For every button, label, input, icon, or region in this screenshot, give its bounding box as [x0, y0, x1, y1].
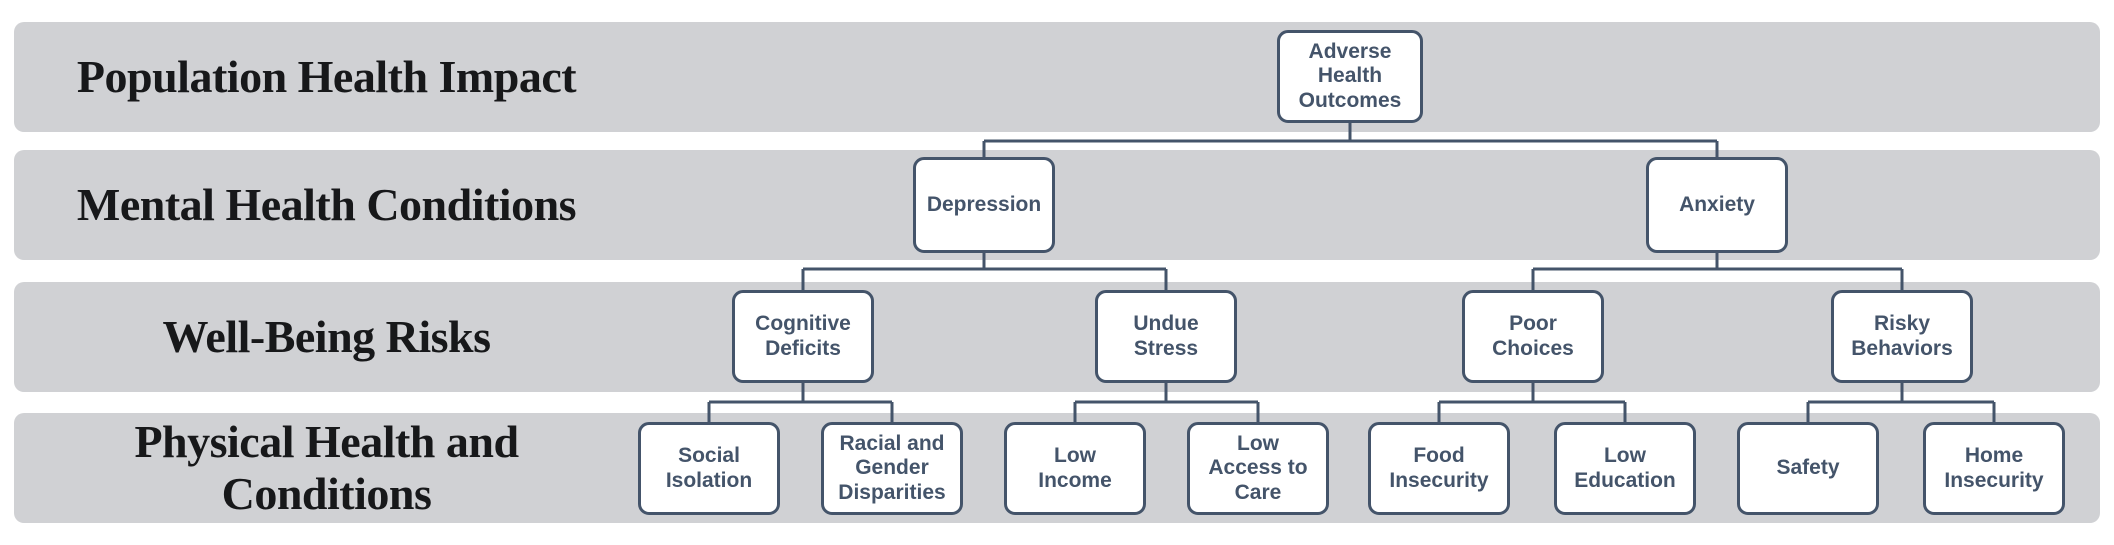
lane-label-mental-health-conditions: Mental Health Conditions: [76, 179, 577, 231]
lane-population-health-impact: [14, 22, 2100, 132]
node-anxiety: Anxiety: [1646, 157, 1788, 253]
lane-label-population-health-impact: Population Health Impact: [76, 51, 577, 103]
node-food-insecurity: Food Insecurity: [1368, 422, 1510, 515]
node-social-isolation: Social Isolation: [638, 422, 780, 515]
node-low-access-to-care: Low Access to Care: [1187, 422, 1329, 515]
node-safety: Safety: [1737, 422, 1879, 515]
lane-label-physical-health-conditions: Physical Health and Conditions: [134, 416, 519, 519]
node-cognitive-deficits: Cognitive Deficits: [732, 290, 874, 383]
lane-well-being-risks: [14, 282, 2100, 392]
node-home-insecurity: Home Insecurity: [1923, 422, 2065, 515]
node-poor-choices: Poor Choices: [1462, 290, 1604, 383]
node-racial-and-gender-disparities: Racial and Gender Disparities: [821, 422, 963, 515]
node-low-income: Low Income: [1004, 422, 1146, 515]
node-low-education: Low Education: [1554, 422, 1696, 515]
node-depression: Depression: [913, 157, 1055, 253]
node-undue-stress: Undue Stress: [1095, 290, 1237, 383]
node-risky-behaviors: Risky Behaviors: [1831, 290, 1973, 383]
lane-label-well-being-risks: Well-Being Risks: [162, 311, 491, 363]
node-adverse-health-outcomes: Adverse Health Outcomes: [1277, 30, 1423, 123]
